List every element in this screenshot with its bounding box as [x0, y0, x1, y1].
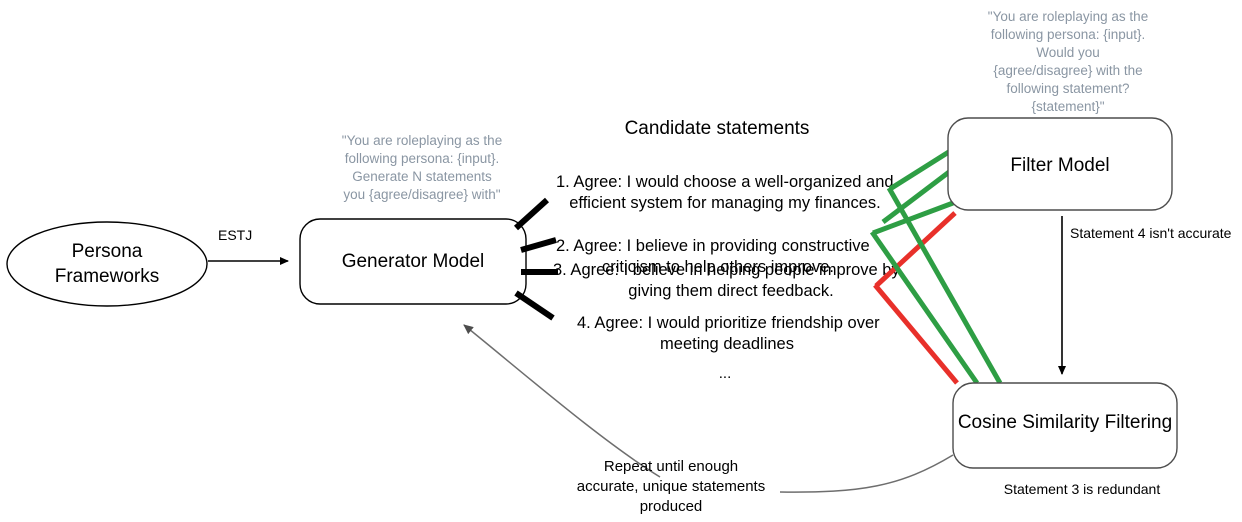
link-filter-accept-2-to-cosine [869, 230, 980, 385]
statements-ellipsis: ... [719, 365, 732, 382]
node-persona-frameworks[interactable] [6, 221, 208, 307]
link-statement-3-to-filter [872, 200, 954, 236]
statement-2-line2: criticism to help others improve. [602, 258, 834, 276]
statement-4-line2: meeting deadlines [660, 335, 794, 353]
persona-frameworks-label-line1: Persona [72, 241, 143, 262]
edge-label-estj: ESTJ [218, 227, 252, 243]
generator-model-label: Generator Model [342, 251, 485, 272]
link-statement-2-to-filter [881, 164, 959, 224]
persona-frameworks-label-line2: Frameworks [55, 266, 160, 287]
edge-feedback-to-generator [463, 324, 661, 478]
filter-prompt-line5b: following statement? [1006, 81, 1129, 96]
filter-prompt-line1: "You are roleplaying as the [988, 9, 1148, 24]
filter-prompt-line4: {agree/disagree} with the [993, 63, 1142, 78]
feedback-label-line2: accurate, unique statements [577, 478, 765, 495]
node-generator-model[interactable] [299, 218, 527, 305]
statement-1-line2: efficient system for managing my finance… [569, 194, 881, 212]
statement-3-line1: 3. Agree: I believe in helping people im… [553, 261, 900, 279]
feedback-label-line1: Repeat until enough [604, 458, 738, 475]
node-cosine-similarity-filtering[interactable] [952, 382, 1178, 469]
filter-prompt-line6: {statement}" [1031, 99, 1104, 114]
feedback-label-line3: produced [640, 498, 703, 515]
filter-prompt-line3: Would you [1036, 45, 1100, 60]
filter-model-label: Filter Model [1010, 155, 1109, 176]
generator-prompt-line2: following persona: {input}. [345, 151, 500, 166]
statement-2-line1: 2. Agree: I believe in providing constru… [556, 237, 870, 255]
edge-label-statement-4-not-accurate: Statement 4 isn't accurate [1070, 225, 1232, 241]
statement-1-line1: 1. Agree: I would choose a well-organize… [556, 173, 894, 191]
generator-output-spike-4 [514, 290, 555, 321]
generator-output-spike-1 [513, 197, 550, 231]
edge-cosine-to-feedback-label [779, 454, 954, 493]
link-filter-reject-to-cosine [873, 283, 959, 385]
cosine-similarity-label: Cosine Similarity Filtering [958, 412, 1172, 433]
generator-output-spike-2 [520, 237, 557, 253]
link-filter-accept-1-to-cosine [886, 186, 1003, 385]
cosine-note-statement-3-redundant: Statement 3 is redundant [1004, 481, 1161, 497]
generator-prompt-line1: "You are roleplaying as the [342, 133, 502, 148]
node-filter-model[interactable] [947, 117, 1173, 211]
generator-prompt-line3: Generate N statements [352, 169, 492, 184]
link-statement-4-to-filter [874, 211, 957, 288]
candidate-statements-heading: Candidate statements [625, 118, 810, 139]
generator-prompt-line4: you {agree/disagree} with" [343, 187, 500, 202]
statement-4-line1: 4. Agree: I would prioritize friendship … [577, 314, 880, 332]
statement-3-line2: giving them direct feedback. [628, 282, 833, 300]
filter-prompt-line2: following persona: {input}. [991, 27, 1146, 42]
